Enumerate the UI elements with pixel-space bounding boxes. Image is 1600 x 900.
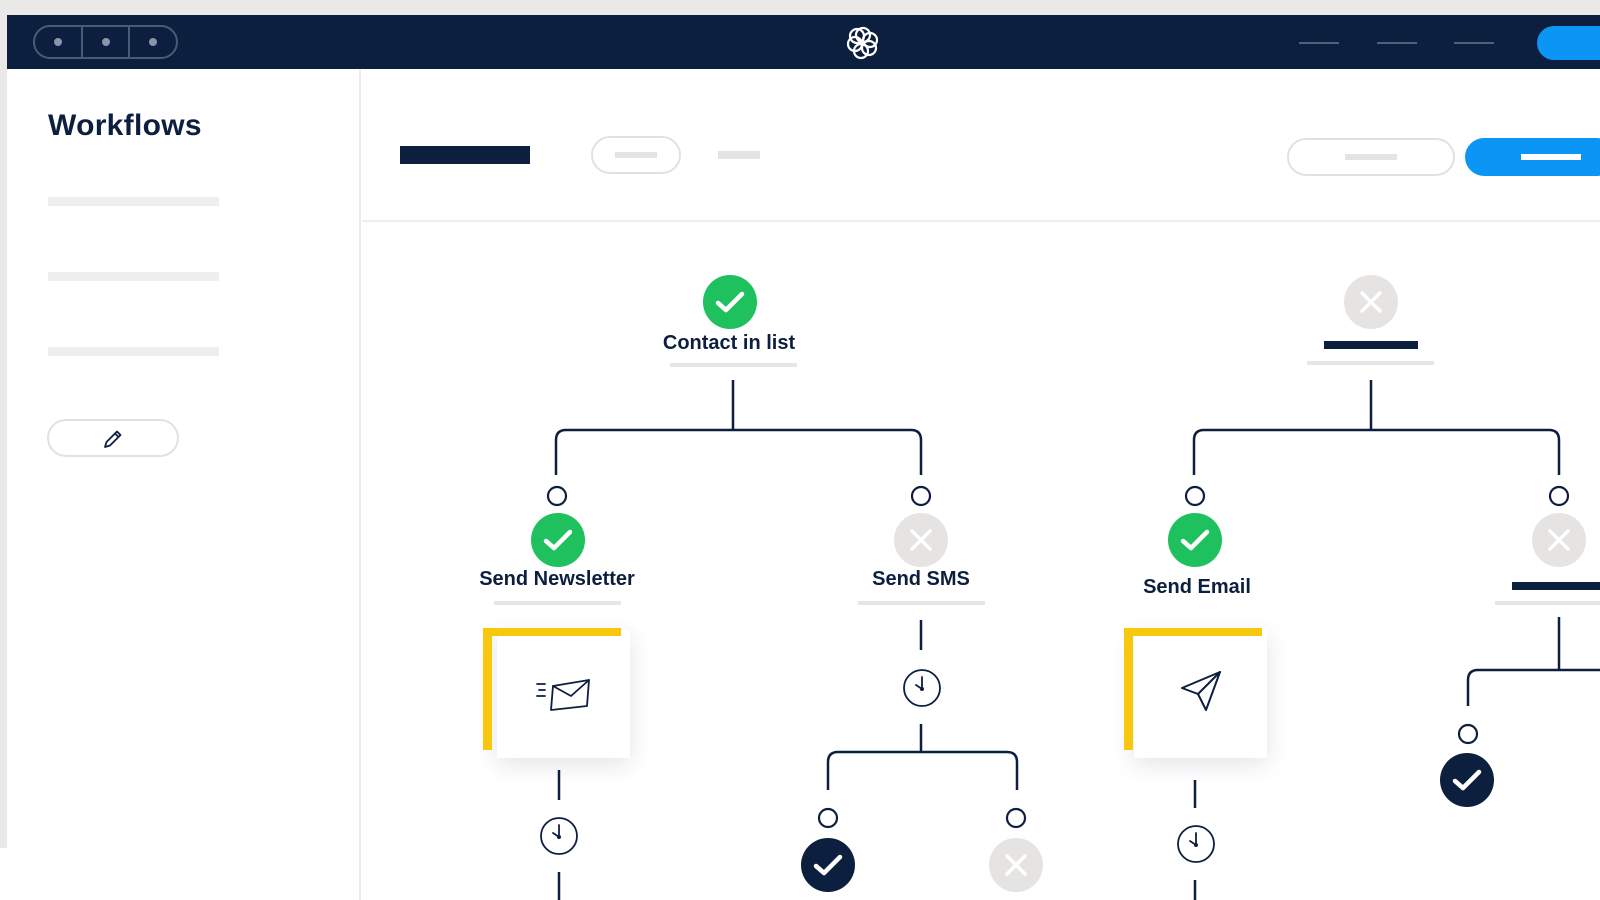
pencil-icon [104,430,122,448]
label-underline [494,601,621,605]
branch-port [1184,485,1206,507]
control-dot [149,38,158,46]
status-pill[interactable] [591,136,681,174]
node-label-send-newsletter: Send Newsletter [479,568,635,590]
check-icon[interactable] [703,275,757,329]
label-underline [1495,601,1600,605]
branch-port [1005,807,1027,829]
card-accent [483,628,492,750]
email-action-card[interactable] [1134,630,1267,758]
nav-link-3[interactable] [1454,42,1494,44]
workflow-header [362,69,1600,222]
paper-plane-icon [1181,671,1221,711]
envelope-icon [536,679,590,711]
sidebar-item-3[interactable] [48,347,219,356]
secondary-button[interactable] [1287,138,1455,176]
status-pill-text [615,152,657,158]
clock-icon[interactable] [902,668,942,708]
primary-button-text [1521,154,1581,160]
sidebar-item-2[interactable] [48,272,219,281]
workflow-name [400,146,530,164]
sidebar-title: Workflows [48,109,202,142]
control-dot [101,38,110,46]
newsletter-action-card[interactable] [497,630,630,758]
branch-port [1548,485,1570,507]
check-icon[interactable] [1440,753,1494,807]
card-accent [483,628,621,636]
sidebar: Workflows [7,69,361,900]
header-meta [718,151,760,159]
primary-button[interactable] [1465,138,1600,176]
top-cta-button[interactable] [1537,26,1600,60]
nav-link-1[interactable] [1299,42,1339,44]
edit-button[interactable] [47,419,179,457]
top-navigation-bar [7,15,1600,69]
node-label-contact-in-list: Contact in list [662,332,796,354]
check-icon[interactable] [531,513,585,567]
window-controls [33,25,178,59]
window-control-3[interactable] [128,27,176,57]
x-icon[interactable] [894,513,948,567]
app-window: Workflows [7,15,1600,900]
branch-port [817,807,839,829]
node-label-placeholder [1512,582,1600,590]
backdrop [0,848,7,900]
x-icon[interactable] [1344,275,1398,329]
branch-port [1457,723,1479,745]
clock-icon[interactable] [1176,824,1216,864]
clock-icon[interactable] [539,816,579,856]
label-underline [858,601,985,605]
x-icon[interactable] [989,838,1043,892]
node-label-placeholder [1324,341,1418,349]
x-icon[interactable] [1532,513,1586,567]
check-icon[interactable] [801,838,855,892]
window-control-2[interactable] [80,27,129,57]
branch-port [546,485,568,507]
check-icon[interactable] [1168,513,1222,567]
control-dot [53,38,62,46]
sendinblue-logo-icon[interactable] [843,23,883,63]
card-accent [1124,628,1262,636]
node-label-send-email: Send Email [1143,576,1251,598]
node-label-send-sms: Send SMS [872,568,970,590]
label-underline [670,363,797,367]
window-control-1[interactable] [35,27,81,57]
secondary-button-text [1345,154,1397,160]
nav-link-2[interactable] [1377,42,1417,44]
card-accent [1124,628,1133,750]
label-underline [1307,361,1434,365]
branch-port [910,485,932,507]
sidebar-item-1[interactable] [48,197,219,206]
